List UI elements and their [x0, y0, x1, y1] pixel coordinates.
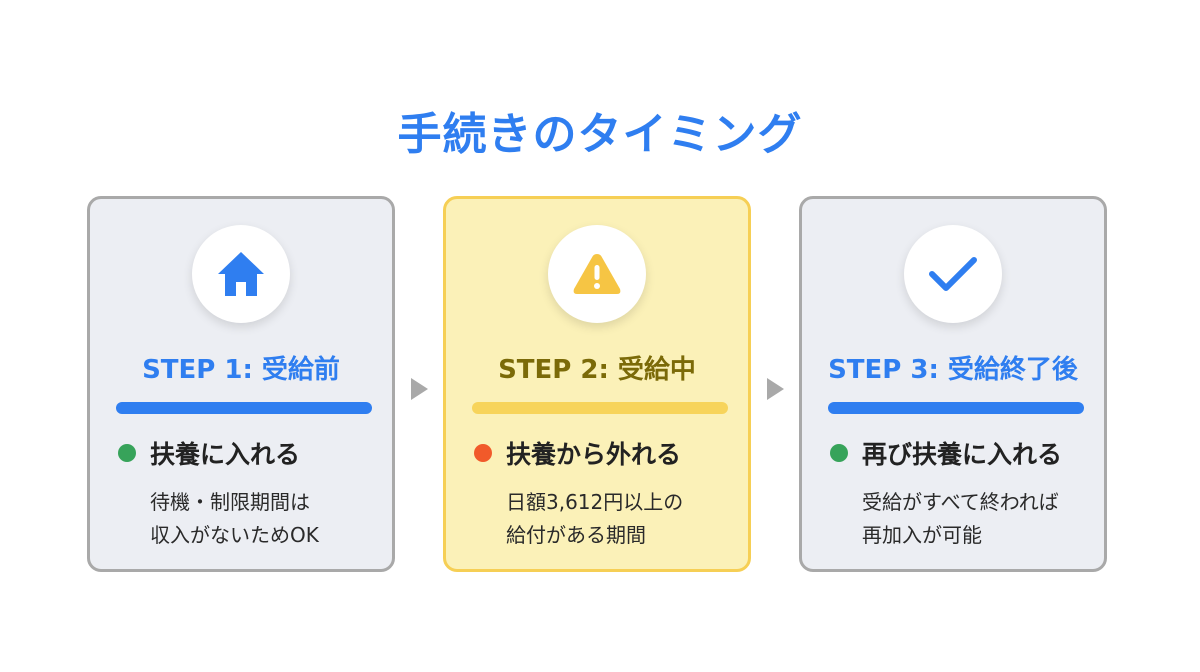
home-icon: [218, 252, 264, 296]
step-description: 受給がすべて終われば 再加入が可能: [862, 486, 1059, 552]
description-line: 日額3,612円以上の: [506, 490, 684, 514]
step-title: STEP 2: 受給中: [498, 355, 696, 385]
description-line: 収入がないためOK: [150, 523, 319, 547]
status-label: 扶養から外れる: [506, 440, 682, 469]
icon-circle: [548, 225, 646, 323]
status-dot: [830, 444, 848, 462]
step-bar: [472, 402, 728, 414]
description-line: 受給がすべて終われば: [862, 490, 1059, 514]
status-row: 扶養から外れる: [474, 435, 681, 471]
arrow-right-icon: [411, 378, 428, 400]
status-row: 扶養に入れる: [118, 435, 300, 471]
arrow-right-icon: [767, 378, 784, 400]
warning-icon: [573, 254, 621, 294]
step-card-2: STEP 2: 受給中 扶養から外れる 日額3,612円以上の 給付がある期間: [443, 196, 751, 572]
status-row: 再び扶養に入れる: [830, 435, 1062, 471]
description-line: 給付がある期間: [506, 523, 646, 547]
step-bar: [828, 402, 1084, 414]
status-label: 扶養に入れる: [150, 440, 301, 469]
status-dot: [474, 444, 492, 462]
description-line: 待機・制限期間は: [150, 490, 310, 514]
step-description: 待機・制限期間は 収入がないためOK: [150, 486, 319, 552]
step-card-3: STEP 3: 受給終了後 再び扶養に入れる 受給がすべて終われば 再加入が可能: [799, 196, 1107, 572]
page-title: 手続きのタイミング: [397, 109, 803, 160]
description-line: 再加入が可能: [862, 523, 982, 547]
step-title: STEP 3: 受給終了後: [828, 355, 1078, 385]
status-dot: [118, 444, 136, 462]
check-icon: [929, 257, 977, 291]
step-description: 日額3,612円以上の 給付がある期間: [506, 486, 683, 552]
step-bar: [116, 402, 372, 414]
step-card-1: STEP 1: 受給前 扶養に入れる 待機・制限期間は 収入がないためOK: [87, 196, 395, 572]
icon-circle: [192, 225, 290, 323]
step-title: STEP 1: 受給前: [142, 355, 340, 385]
icon-circle: [904, 225, 1002, 323]
status-label: 再び扶養に入れる: [862, 440, 1063, 469]
